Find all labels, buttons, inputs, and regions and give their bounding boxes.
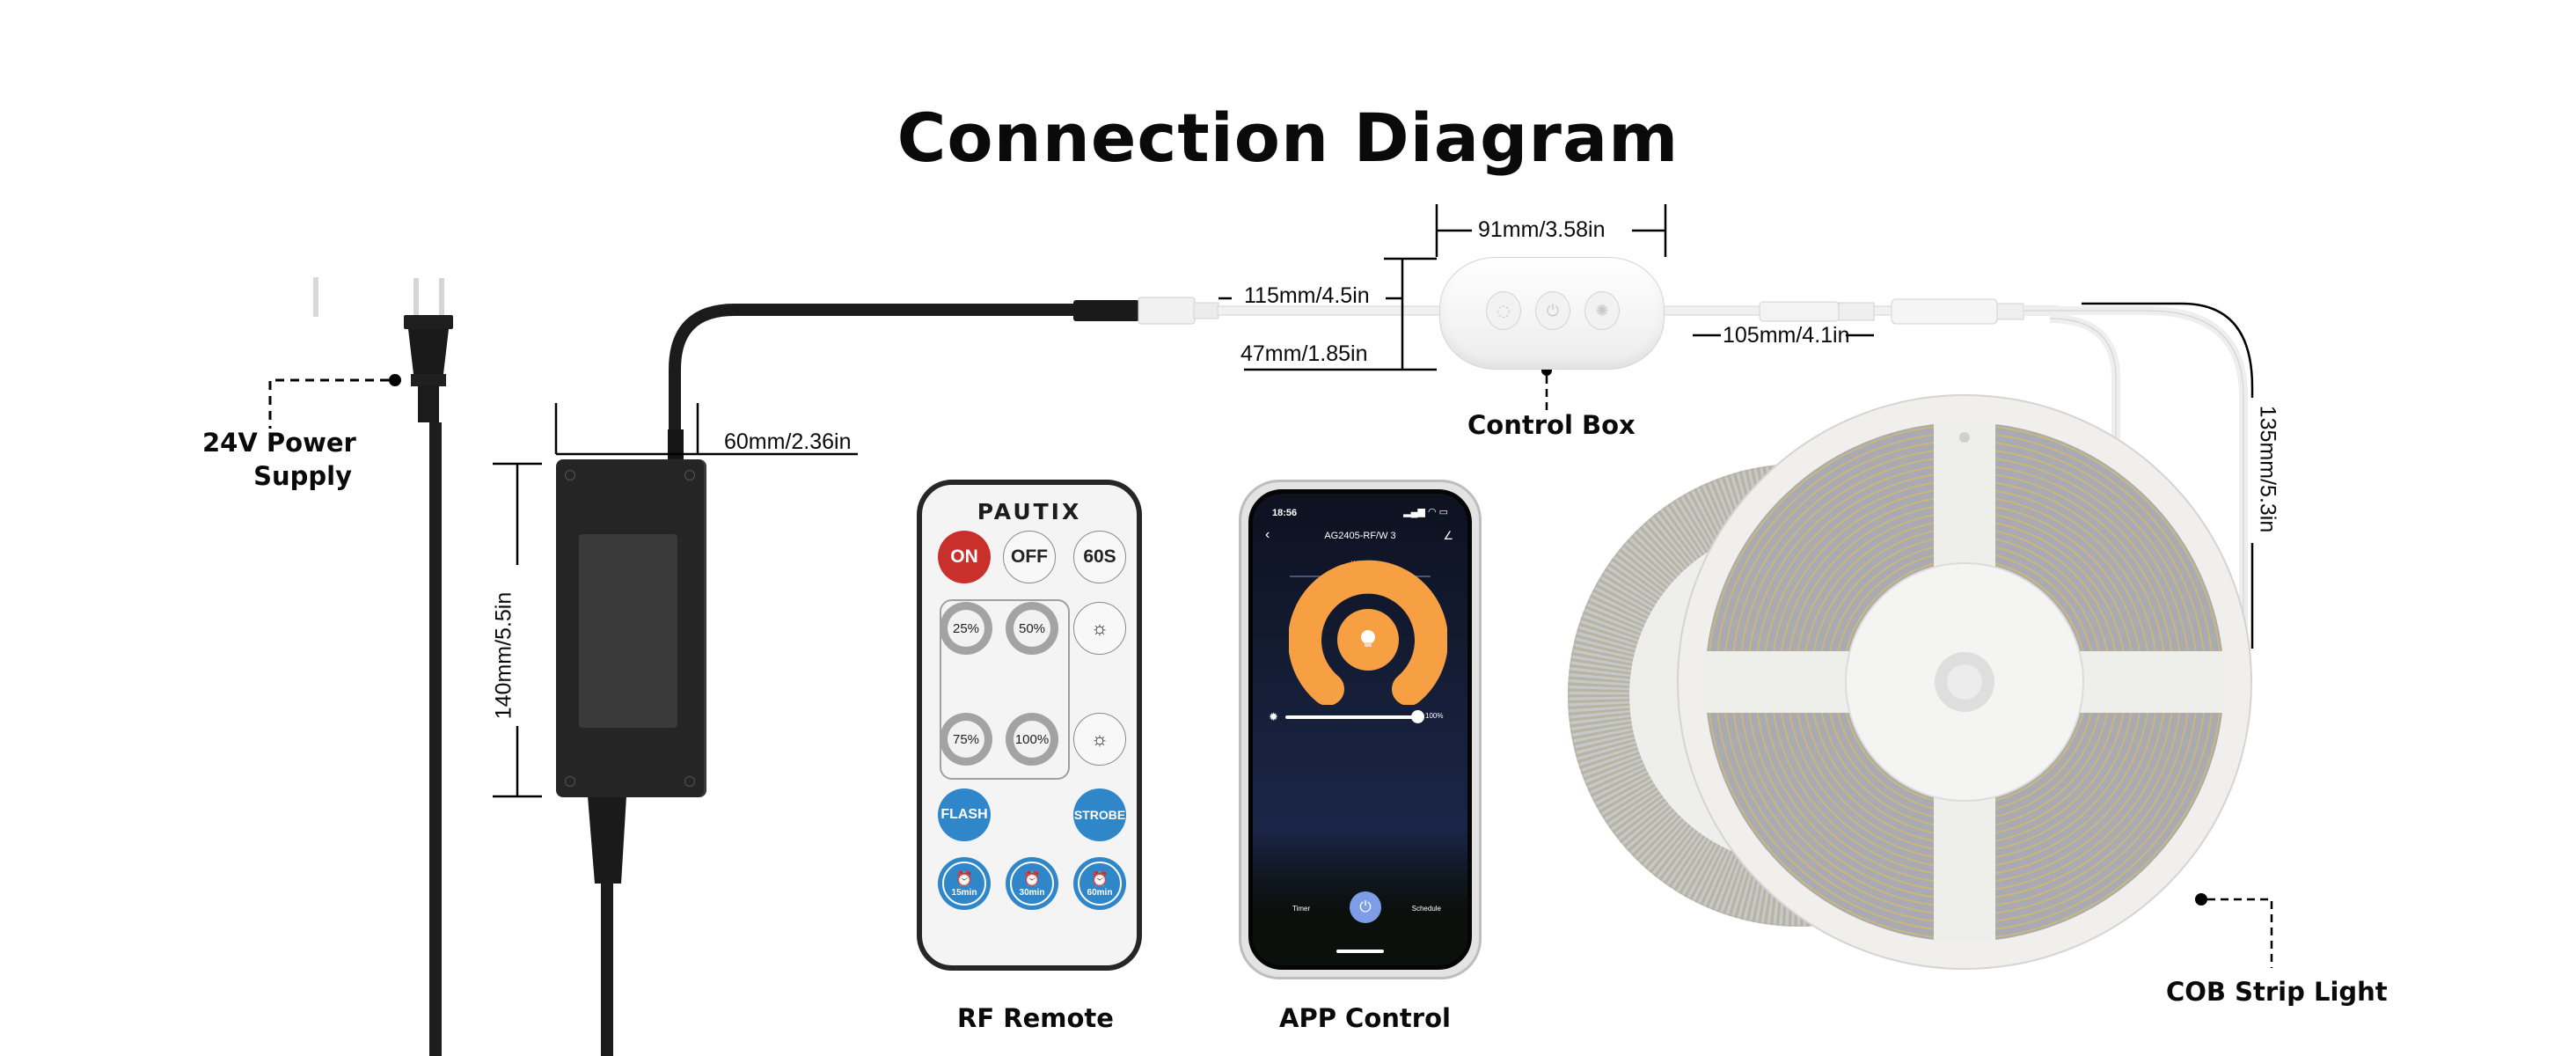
remote-25-label: 25% [952,620,980,636]
remote-strobe-button[interactable]: STROBE [1073,788,1126,841]
remote-100-button[interactable]: 100% [1006,713,1058,766]
alarm-clock-icon: ⏰ [1023,871,1041,887]
brightness-down-icon: ☼ [1090,728,1109,750]
brightness-preset-group [940,599,1070,780]
power-button[interactable]: ⏻ [1350,891,1381,923]
screw-icon [565,776,575,787]
ac-plug-icon [313,277,453,422]
remote-15min-button[interactable]: ⏰15min [938,857,991,910]
remote-100-label: 100% [1014,731,1050,747]
strip-reel-front [1677,394,2252,970]
power-adapter [556,459,704,797]
remote-50-button[interactable]: 50% [1006,602,1058,655]
remote-30min-label: 30min [1019,887,1045,898]
dc-cable [669,304,1080,449]
rf-remote: PAUTIX ON OFF 60S 25% 50% 75% 100% ☼ ☼ F… [917,480,1142,971]
dim-strip-lead [2082,302,2254,649]
brightness-slider[interactable] [1285,710,1424,723]
bulb-icon [1361,630,1375,647]
remote-50-label: 50% [1018,620,1046,636]
remote-60s-button[interactable]: 60S [1073,531,1126,583]
remote-75-button[interactable]: 75% [940,713,992,766]
adapter-label-plate [579,534,677,728]
brightness-up-icon: ☼ [1090,617,1109,639]
adapter-ac-boot [588,796,626,884]
status-icons: ▂▄▆ ◠ ▭ [1403,507,1448,517]
adapter-ac-cord [601,880,613,1056]
dc-connector [1073,297,1219,325]
dim-adapter-length [493,462,542,798]
screw-icon [565,470,575,480]
strip-light-leader [2195,893,2273,968]
power-supply-label-line2: Supply [253,461,352,491]
adapter-strain-relief [668,429,684,461]
remote-brightness-up-button[interactable]: ☼ [1073,602,1126,655]
remote-brightness-down-button[interactable]: ☼ [1073,713,1126,766]
phone: 18:56 ▂▄▆ ◠ ▭ ‹ AG2405-RF/W 3 ∠ White ✹ … [1239,480,1482,979]
control-box-brightness-button[interactable]: ✺ [1584,291,1620,330]
strip-light-label: COB Strip Light [2166,977,2388,1007]
dim-output-cable-text: 105mm/4.1in [1723,323,1850,348]
back-icon[interactable]: ‹ [1265,527,1270,542]
nav-timer[interactable]: Timer [1292,905,1311,913]
control-box: ◌ ⏻ ✺ [1439,257,1665,370]
dim-strip-lead-text: 135mm/5.3in [2255,405,2280,533]
control-box-leader [1541,365,1552,414]
remote-brand-logo: PAUTIX [977,499,1082,524]
app-control-label: APP Control [1279,1003,1451,1033]
brightness-slider-thumb[interactable] [1411,710,1424,723]
dim-controlbox-height-text: 47mm/1.85in [1240,341,1368,366]
remote-30min-button[interactable]: ⏰30min [1006,857,1058,910]
alarm-clock-icon: ⏰ [955,871,973,887]
ac-cord [429,422,442,1056]
rf-remote-label: RF Remote [957,1003,1114,1033]
brightness-value: 100% [1425,712,1444,720]
remote-off-button[interactable]: OFF [1003,531,1056,583]
dim-controlbox-width [1435,204,1667,257]
brightness-icon: ✹ [1269,710,1278,723]
power-icon: ⏻ [1359,898,1372,916]
alarm-clock-icon: ⏰ [1091,871,1109,887]
power-supply-label-line1: 24V Power [202,428,356,458]
dim-adapter-length-text: 140mm/5.5in [491,591,516,720]
warmth-dial[interactable] [1289,555,1447,705]
dim-input-cable-text: 115mm/4.5in [1244,283,1370,308]
remote-60min-label: 60min [1087,887,1113,898]
nav-schedule[interactable]: Schedule [1411,905,1441,913]
dim-controlbox-height [1244,257,1437,371]
screw-icon [684,776,695,787]
status-time: 18:56 [1272,508,1298,518]
power-supply-leader [268,374,401,429]
device-name: AG2405-RF/W 3 [1324,531,1396,541]
screw-icon [684,470,695,480]
remote-15min-label: 15min [951,887,977,898]
page-title: Connection Diagram [896,99,1680,177]
home-indicator [1336,950,1384,953]
remote-75-label: 75% [952,731,980,747]
remote-25-button[interactable]: 25% [940,602,992,655]
control-box-mode-button[interactable]: ◌ [1486,291,1521,330]
control-box-power-button[interactable]: ⏻ [1535,291,1570,330]
remote-60min-button[interactable]: ⏰60min [1073,857,1126,910]
remote-on-button[interactable]: ON [938,531,991,583]
dim-controlbox-width-text: 91mm/3.58in [1478,217,1606,242]
output-connectors [1759,298,2024,325]
edit-icon[interactable]: ∠ [1443,529,1453,542]
remote-flash-button[interactable]: FLASH [938,788,991,841]
app-screen: 18:56 ▂▄▆ ◠ ▭ ‹ AG2405-RF/W 3 ∠ White ✹ … [1248,489,1472,970]
dim-adapter-width-text: 60mm/2.36in [724,429,852,454]
power-supply-label: 24V Power Supply [202,426,356,493]
control-box-label: Control Box [1467,410,1636,440]
dim-adapter-width [554,403,858,456]
